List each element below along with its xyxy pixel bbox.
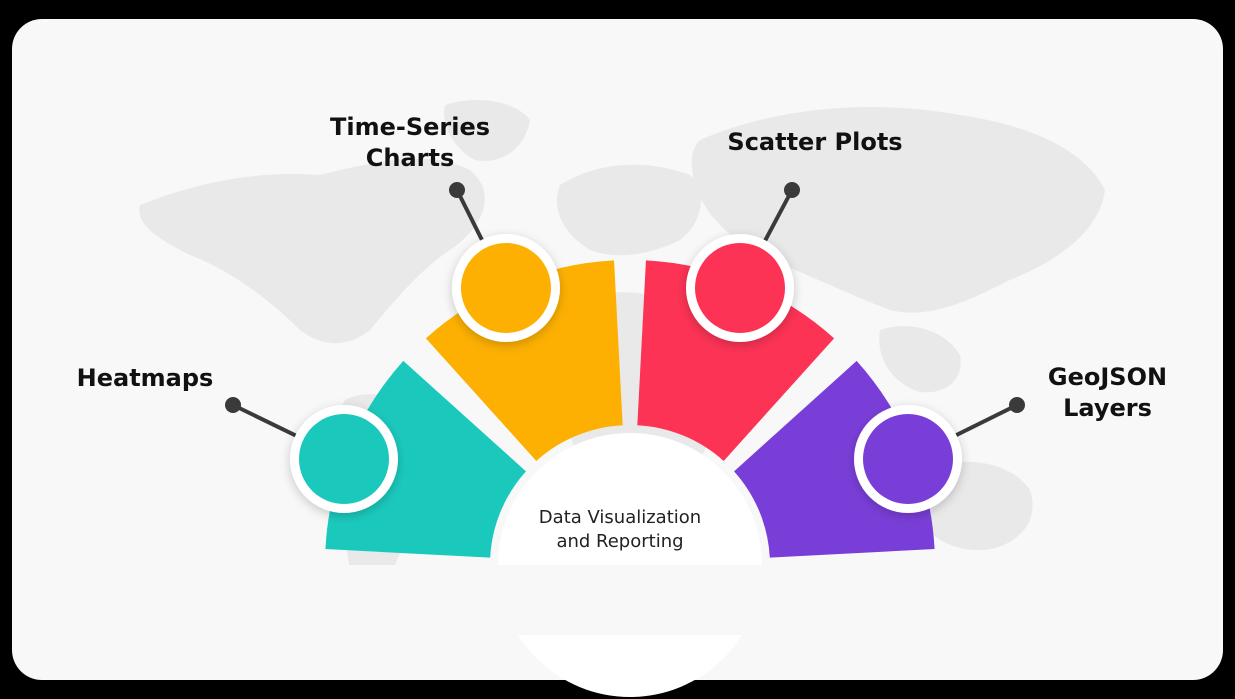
label-line-1: Scatter Plots	[727, 128, 903, 156]
map-southeast-asia	[879, 326, 961, 393]
segment-label-geojson: GeoJSON Layers	[1010, 362, 1205, 424]
hub-baseline-cover	[300, 565, 960, 635]
segment-label-scatter: Scatter Plots	[705, 127, 925, 158]
label-line-1: GeoJSON	[1047, 363, 1168, 391]
segment-geojson	[734, 360, 935, 558]
node-circle-time-series	[461, 243, 551, 333]
map-europe	[556, 164, 701, 256]
center-title: Data Visualization and Reporting	[505, 506, 735, 554]
node-circle-heatmaps	[299, 414, 389, 504]
center-title-line-1: Data Visualization	[538, 507, 702, 528]
map-greenland	[444, 100, 530, 161]
map-asia	[691, 107, 1105, 313]
node-circle-geojson	[863, 414, 953, 504]
segment-heatmaps	[325, 360, 526, 558]
label-line-2: Layers	[1063, 394, 1152, 422]
label-line-2: Charts	[365, 144, 455, 172]
label-line-1: Time-Series	[329, 113, 491, 141]
segment-label-heatmaps: Heatmaps	[60, 363, 230, 394]
map-north-america	[139, 158, 485, 344]
node-group	[290, 234, 962, 513]
connector-dot-heatmaps	[225, 397, 241, 413]
connector-dot-geojson	[1009, 397, 1025, 413]
connector-dot-time-series	[449, 182, 465, 198]
label-line-1: Heatmaps	[76, 364, 214, 392]
center-title-line-2: and Reporting	[556, 531, 684, 552]
connector-dot-scatter	[784, 182, 800, 198]
node-circle-scatter	[695, 243, 785, 333]
segment-label-time-series: Time-Series Charts	[300, 112, 520, 174]
